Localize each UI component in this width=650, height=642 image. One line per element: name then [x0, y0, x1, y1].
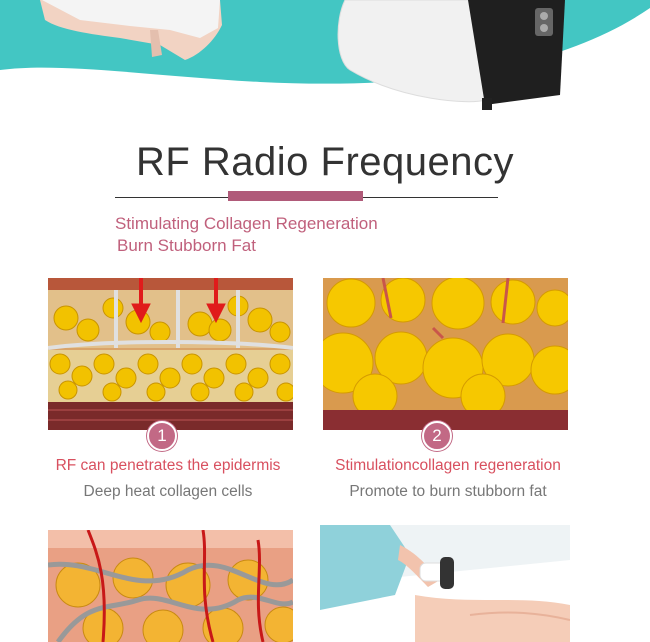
treatment-photo — [320, 525, 570, 642]
subtitle-collagen: Stimulating Collagen Regeneration — [115, 214, 378, 233]
skin-layer-illustration-3 — [48, 530, 293, 642]
step-2-description: Promote to burn stubborn fat — [349, 483, 547, 500]
model-legs-image — [40, 0, 222, 60]
step-number-badge-1: 1 — [147, 421, 177, 451]
skin-layer-illustration-2 — [323, 278, 568, 430]
step-number-badge-2: 2 — [422, 421, 452, 451]
rf-device-image — [337, 0, 565, 110]
rf-arrow-icon — [131, 278, 226, 324]
step-1-description: Deep heat collagen cells — [83, 483, 253, 500]
step-2-title: Stimulationcollagen regeneration — [335, 457, 561, 474]
page-title: RF Radio Frequency — [135, 140, 515, 184]
step-1-title: RF can penetrates the epidermis — [55, 457, 281, 474]
hero-banner — [0, 0, 650, 115]
skin-layer-illustration-1 — [48, 278, 293, 430]
title-accent-bar — [228, 191, 363, 201]
subtitle-fat: Burn Stubborn Fat — [117, 236, 256, 255]
